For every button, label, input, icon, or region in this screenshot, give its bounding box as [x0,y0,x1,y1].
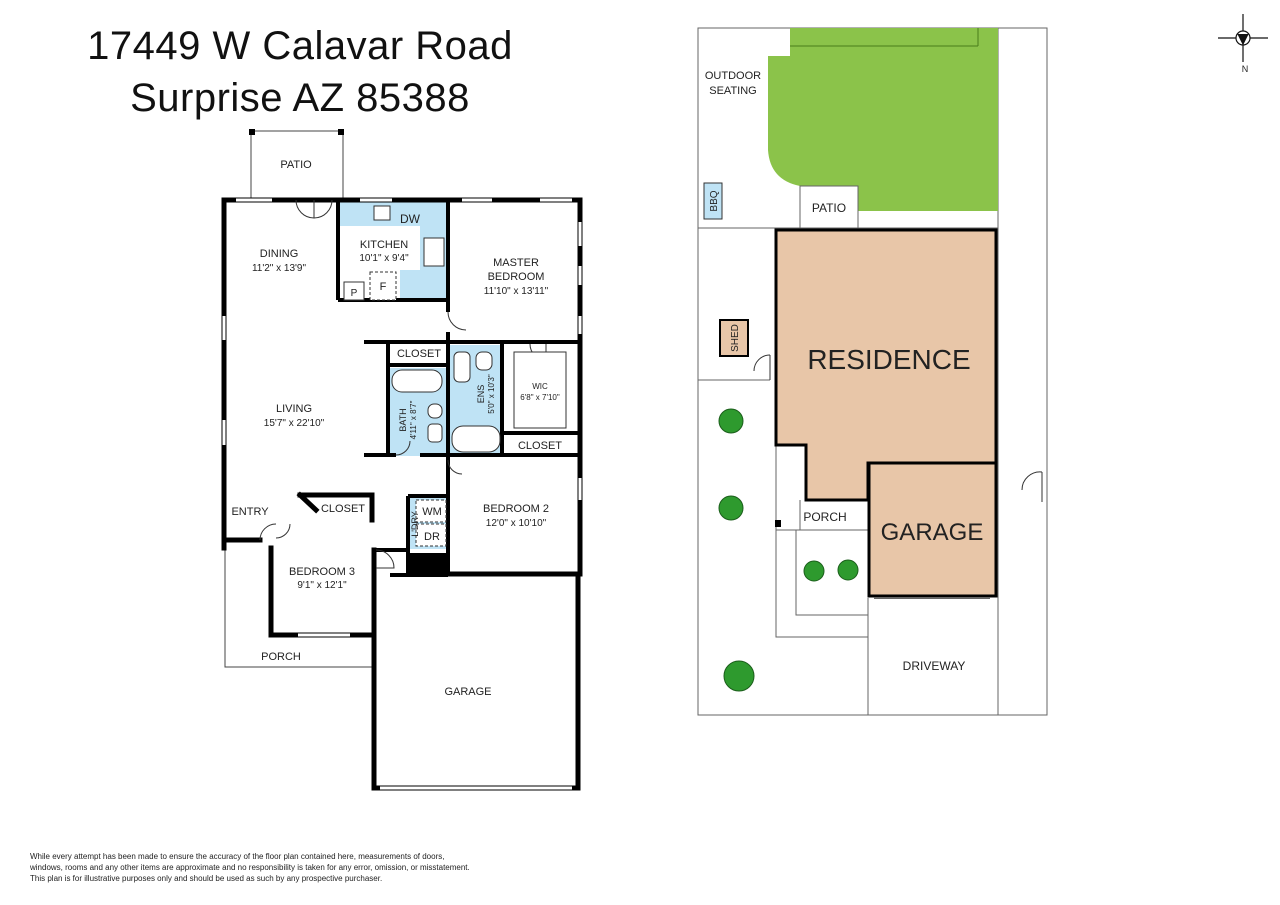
ens-shower-icon [451,425,501,453]
disclaimer-line2: windows, rooms and any other items are a… [30,863,470,872]
bedroom3-label: BEDROOM 3 [289,566,355,578]
porch-post [775,520,781,527]
porch-label: PORCH [261,651,301,663]
site-porch-label: PORCH [803,510,846,524]
compass-north-label: N [1242,64,1249,74]
disclaimer-line3: This plan is for illustrative purposes o… [30,874,383,883]
master-label: MASTER [493,257,539,269]
ens-label: ENS [476,385,486,404]
ens-size: 5'0" x 10'3" [487,374,496,414]
wic-rail [513,351,567,429]
bbq-label: BBQ [709,190,720,211]
dining-size: 11'2" x 13'9" [252,263,307,274]
bedroom3-size: 9'1" x 12'1" [297,580,347,591]
dryer-box [415,523,447,547]
bedroom2-size: 12'0" x 10'10" [486,518,547,529]
residence-label: RESIDENCE [807,344,970,375]
compass-icon [1218,14,1268,62]
shed-box [719,319,749,357]
site-doors [753,354,1043,502]
site-patio-label: PATIO [812,201,846,215]
patio-label: PATIO [280,159,312,171]
dw-label: DW [400,212,421,226]
washer-box [415,499,447,523]
fixtures [343,205,567,547]
wic-label: WIC [532,382,548,391]
floor-plan: PATIO DINING 11'2" x 13'9" KITCHEN 10'1"… [221,129,583,791]
site-patio [799,185,859,229]
entry-label: ENTRY [231,506,269,518]
porch-outline [224,548,372,668]
tree-icon [718,495,744,521]
wm-label: WM [422,506,442,518]
bath-size: 4'11" x 8'7" [409,400,418,439]
master-size: 11'10" x 13'11" [484,286,549,297]
bbq-box [703,182,723,220]
patio-post [338,129,344,135]
laundry-label: L'DRY [410,511,420,537]
tree-icon [803,560,825,582]
closet-label-c: CLOSET [321,503,365,515]
bath-sink-icon [427,423,443,443]
site-garage-label: GARAGE [881,519,984,546]
stove-icon [423,237,445,267]
garage-footprint [867,461,998,598]
dr-label: DR [424,531,440,543]
shed-label: SHED [730,324,741,352]
closet-label-b: CLOSET [518,440,562,452]
fridge-box [369,271,397,301]
bedroom2-label: BEDROOM 2 [483,503,549,515]
seating-label: SEATING [709,85,756,97]
kitchen-lower-fill [400,270,448,302]
outdoor-label: OUTDOOR [705,70,761,82]
wic-size: 6'8" x 7'10" [520,393,560,402]
master-label2: BEDROOM [488,271,545,283]
closet-label-a: CLOSET [397,348,441,360]
door-swings [259,199,547,569]
address-line1: 17449 W Calavar Road [87,24,513,68]
tree-icon [718,408,744,434]
patio-post [249,129,255,135]
laundry-closet-block [410,553,448,573]
garage-label: GARAGE [444,686,491,698]
planter [795,530,868,616]
address-line2: Surprise AZ 85388 [130,76,470,120]
living-label: LIVING [276,403,312,415]
kitchen-counter-fill [338,202,448,226]
living-size: 15'7" x 22'10" [264,418,325,429]
bath-label: BATH [398,408,408,431]
disclaimer-line1: While every attempt has been made to ens… [30,852,445,861]
fridge-label: F [380,281,387,293]
pantry-label: P [351,288,358,299]
toilet-icon [427,403,443,419]
trees [718,408,859,692]
kitchen-label: KITCHEN [360,239,408,251]
windows [222,198,582,790]
kitchen-size: 10'1" x 9'4" [359,253,409,264]
driveway-label: DRIVEWAY [903,659,966,673]
dining-label: DINING [260,248,299,260]
tree-icon [723,660,755,692]
kitchen-sink-icon [373,205,391,221]
tree-icon [837,559,859,581]
porch-walk [775,445,868,638]
lawn-area [768,28,998,211]
pantry-box [343,281,365,301]
ens-toilet-icon [475,351,493,371]
ens-sink-icon [453,351,471,383]
site-plan: OUTDOOR SEATING BBQ PATIO SHED RESIDENCE… [697,14,1268,716]
bathtub-icon [391,369,443,393]
disclaimer: While every attempt has been made to ens… [30,851,470,884]
exterior-walls [221,197,583,791]
